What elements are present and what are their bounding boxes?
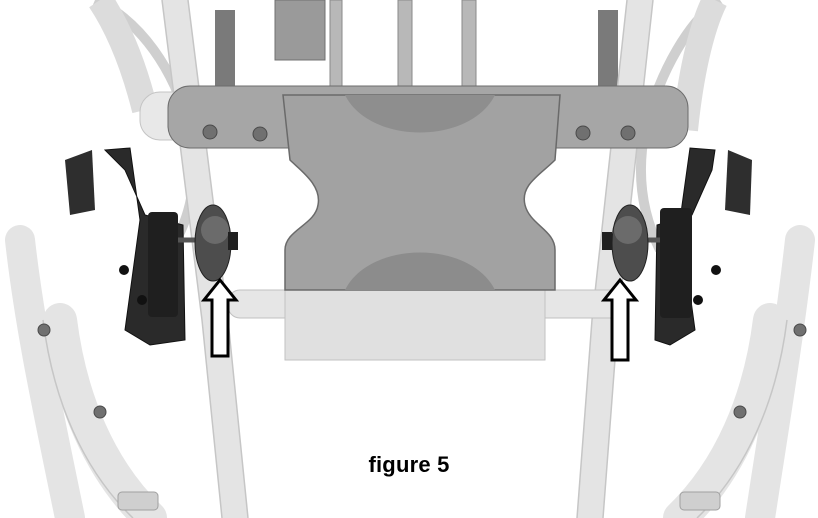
- left-clamp: [65, 147, 186, 346]
- footplate-top: [215, 0, 618, 90]
- bottom-fittings: [117, 491, 721, 511]
- arrow-right-indicator: [600, 277, 640, 362]
- right-clamp: [654, 147, 752, 346]
- plate-cutout-top: [345, 95, 495, 133]
- crossbar-bolts: [37, 124, 807, 419]
- figure-caption: figure 5: [368, 452, 450, 477]
- arrow-left-indicator: [200, 277, 240, 358]
- right-knob: [602, 204, 649, 282]
- center-plate: [282, 94, 561, 291]
- back-tubes: [329, 0, 477, 101]
- plate-cutout-bottom: [345, 252, 495, 290]
- left-knob: [194, 204, 238, 282]
